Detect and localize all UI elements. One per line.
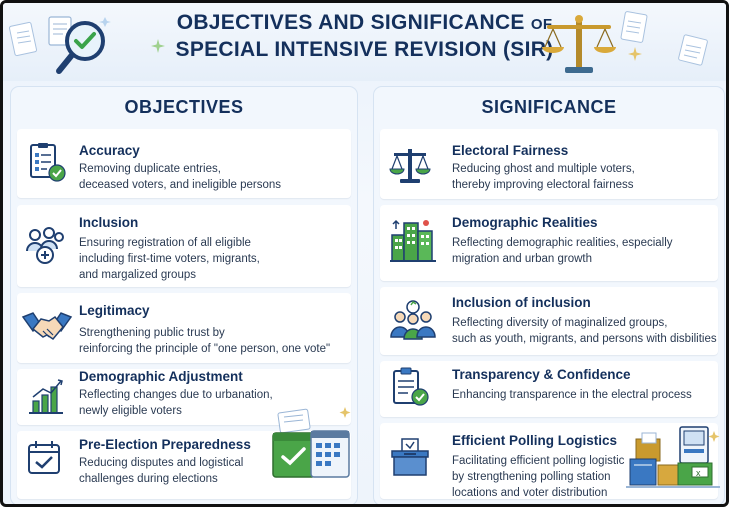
significance-card-transparency-confidence: Transparency & Confidence Enhancing tran… xyxy=(380,361,718,417)
page-title: OBJECTIVES AND SIGNIFICANCE OF xyxy=(176,11,553,34)
objective-desc: Removing duplicate entries, deceased vot… xyxy=(79,163,282,191)
significance-panel: SIGNIFICANCE Electoral Fairness Reducing… xyxy=(374,87,724,504)
objective-desc: Reflecting changes due to urbanation, ne… xyxy=(79,389,273,417)
handshake-icon xyxy=(21,312,73,340)
objective-title: Inclusion xyxy=(79,215,139,230)
significance-card-demographic-realities: Demographic Realities Reflecting demogra… xyxy=(380,205,718,281)
sparkle-icon xyxy=(151,39,165,53)
calendar-check-icon xyxy=(28,441,60,474)
bar-chart-icon xyxy=(29,379,63,414)
objective-desc: Ensuring registration of all eligible in… xyxy=(79,237,260,281)
objective-desc: Strengthening public trust by reinforcin… xyxy=(79,327,331,355)
people-add-icon xyxy=(26,227,64,264)
significance-card-electoral-fairness: Electoral Fairness Reducing ghost and mu… xyxy=(380,129,718,199)
city-buildings-icon xyxy=(390,219,436,262)
significance-heading: SIGNIFICANCE xyxy=(481,97,617,117)
objective-title: Pre-Election Preparedness xyxy=(79,437,251,452)
scales-of-justice-icon xyxy=(542,15,616,73)
document-icon xyxy=(678,34,708,66)
magnifier-check-icon xyxy=(48,16,111,74)
svg-text:x: x xyxy=(696,468,701,478)
objective-title: Demographic Adjustment xyxy=(79,369,243,384)
document-icon xyxy=(620,11,648,43)
significance-title: Transparency & Confidence xyxy=(452,367,631,382)
objective-card-legitimacy: Legitimacy Strengthening public trust by… xyxy=(17,293,351,363)
objective-desc: Reducing disputes and logistical challen… xyxy=(79,457,244,485)
group-people-icon xyxy=(390,300,436,340)
objective-card-inclusion: Inclusion Ensuring registration of all e… xyxy=(17,205,351,287)
header: OBJECTIVES AND SIGNIFICANCE OF SPECIAL I… xyxy=(3,3,726,81)
document-icon xyxy=(9,21,38,57)
ballot-box-icon xyxy=(391,438,429,476)
checklist-icon xyxy=(30,143,66,182)
significance-title: Demographic Realities xyxy=(452,215,598,230)
scales-icon xyxy=(389,149,431,183)
significance-desc: Reflecting demographic realities, especi… xyxy=(452,237,673,265)
objective-card-accuracy: Accuracy Removing duplicate entries, dec… xyxy=(17,129,351,198)
objectives-panel: OBJECTIVES Accuracy Removing duplicate e… xyxy=(11,87,357,504)
sparkle-icon xyxy=(628,47,642,61)
significance-title: Electoral Fairness xyxy=(452,143,569,158)
objectives-heading: OBJECTIVES xyxy=(124,97,244,117)
significance-desc: Reflecting diversity of maginalized grou… xyxy=(452,317,717,345)
objective-card-pre-election-preparedness: Pre-Election Preparedness Reducing dispu… xyxy=(17,407,351,499)
significance-card-efficient-polling-logistics: Efficient Polling Logistics Facilitating… xyxy=(380,423,720,499)
clipboard-check-icon xyxy=(393,367,429,406)
significance-desc: Enhancing transparence in the electral p… xyxy=(452,389,692,401)
significance-title: Inclusion of inclusion xyxy=(452,295,591,310)
significance-title: Efficient Polling Logistics xyxy=(452,433,618,448)
page-subtitle: SPECIAL INTENSIVE REVISION (SIR) xyxy=(175,38,554,61)
objective-title: Legitimacy xyxy=(79,303,150,318)
significance-card-inclusion-of-inclusion: Inclusion of inclusion Reflecting divers… xyxy=(380,287,718,355)
significance-desc: Reducing ghost and multiple voters, ther… xyxy=(452,163,635,191)
voting-machine-illustration-icon xyxy=(272,407,351,478)
objective-title: Accuracy xyxy=(79,143,140,158)
significance-desc: Facilitating efficient polling logistic … xyxy=(452,455,625,499)
polling-logistics-illustration-icon: x xyxy=(626,426,720,488)
